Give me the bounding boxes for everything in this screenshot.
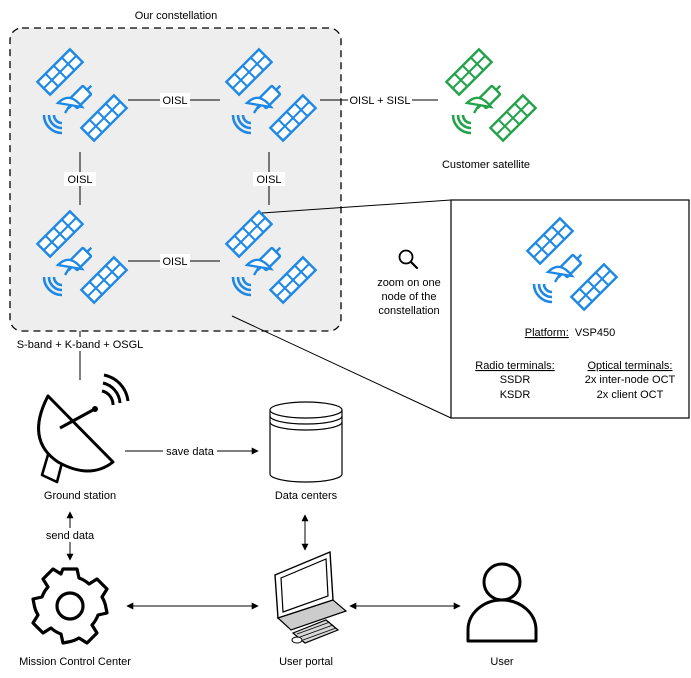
user-icon[interactable] bbox=[466, 562, 538, 643]
customer-link-label: OISL + SISL bbox=[349, 95, 410, 107]
radio-terminal-item: SSDR bbox=[500, 374, 531, 386]
zoom-line-top bbox=[261, 199, 452, 214]
platform-value: VSP450 bbox=[575, 327, 615, 339]
oisl-label-right: OISL bbox=[256, 174, 281, 186]
optical-terminal-item: 2x inter-node OCT bbox=[585, 374, 676, 386]
customer-satellite-icon[interactable] bbox=[445, 48, 537, 142]
computer-icon[interactable] bbox=[274, 550, 348, 644]
gear-icon[interactable] bbox=[31, 567, 109, 645]
radio-terminal-item: KSDR bbox=[500, 389, 531, 401]
oisl-label-bottom: OISL bbox=[162, 256, 187, 268]
database-icon[interactable] bbox=[269, 401, 343, 483]
constellation-title: Our constellation bbox=[135, 10, 218, 22]
platform-line: Platform: VSP450 bbox=[525, 327, 615, 339]
user-label: User bbox=[490, 656, 514, 668]
oisl-label-top: OISL bbox=[162, 95, 187, 107]
send-data-label: send data bbox=[46, 530, 95, 542]
data-centers-label: Data centers bbox=[275, 490, 338, 502]
radio-terminals-header: Radio terminals: bbox=[475, 360, 554, 372]
mission-control-label: Mission Control Center bbox=[19, 656, 131, 668]
oisl-label-left: OISL bbox=[67, 174, 92, 186]
node-detail-box bbox=[450, 199, 690, 419]
zoom-text-1: zoom on one bbox=[377, 277, 441, 289]
ground-station-icon[interactable] bbox=[37, 373, 130, 484]
platform-label: Platform: bbox=[525, 327, 569, 339]
ground-station-label: Ground station bbox=[44, 490, 116, 502]
magnifier-icon bbox=[398, 249, 419, 270]
user-portal-label: User portal bbox=[279, 656, 333, 668]
customer-satellite-label: Customer satellite bbox=[442, 159, 530, 171]
save-data-label: save data bbox=[166, 446, 215, 458]
zoom-line-bottom bbox=[231, 315, 452, 419]
optical-terminals-header: Optical terminals: bbox=[588, 360, 673, 372]
zoom-text-3: constellation bbox=[378, 305, 439, 317]
ground-link-label: S-band + K-band + OSGL bbox=[17, 339, 144, 351]
zoom-text-2: node of the bbox=[381, 291, 436, 303]
optical-terminal-item: 2x client OCT bbox=[597, 389, 664, 401]
